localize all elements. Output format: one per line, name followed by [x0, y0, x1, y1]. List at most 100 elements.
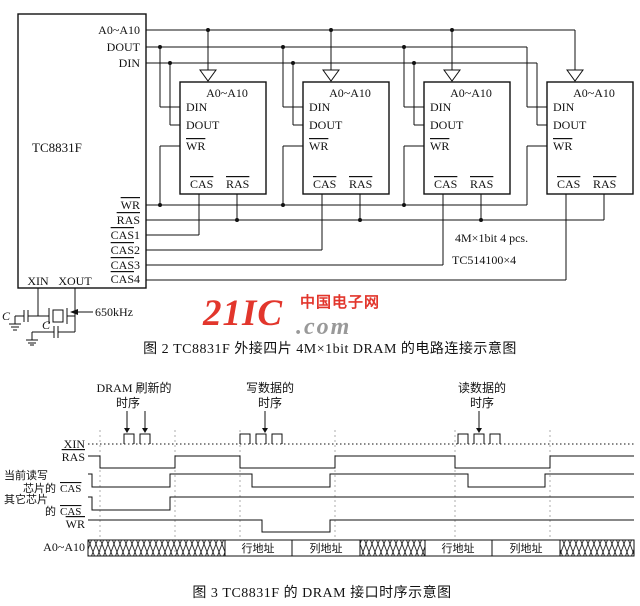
controller-pin-ras: RAS [117, 213, 140, 227]
signal-labels: XIN RAS 当前读写 芯片的 CAS 其它芯片 的 CAS WR A0~A1… [4, 437, 85, 554]
dram-addr-label: A0~A10 [206, 86, 248, 100]
dram-chip-3: A0~A10 DIN DOUT WR CAS RAS [403, 30, 511, 265]
freq-arrow-icon [70, 309, 78, 315]
bus-segment-label: 行地址 [242, 541, 275, 555]
signal-label-xin: XIN [64, 437, 86, 451]
dram-dout-label: DOUT [309, 118, 343, 132]
annotation-text: 时序 [258, 395, 282, 410]
watermark-site-name: 中国电子网 [300, 293, 380, 311]
bus-segment-label: 列地址 [510, 541, 543, 555]
annotation-text: 写数据的 [246, 380, 294, 395]
bus-wires [146, 29, 604, 281]
controller-pin-xout: XOUT [58, 274, 92, 288]
dram-dout-label: DOUT [186, 118, 220, 132]
dram-din-label: DIN [186, 100, 208, 114]
dram-ras-label: RAS [470, 177, 493, 191]
bus-segment-label: 行地址 [442, 541, 475, 555]
controller-name: TC8831F [32, 140, 82, 155]
annotation-read: 读数据的 时序 [458, 380, 506, 433]
bus-segment [491, 539, 561, 557]
dram-cas-label: CAS [190, 177, 213, 191]
down-arrow-icon [262, 428, 268, 433]
dram-addr-label: A0~A10 [573, 86, 615, 100]
controller-pin-wr: WR [121, 198, 140, 212]
dram-cas-label: CAS [313, 177, 336, 191]
bus-segment-label: 列地址 [310, 541, 343, 555]
bus-segment [291, 539, 361, 557]
fig2-caption: 图 2 TC8831F 外接四片 4M×1bit DRAM 的电路连接示意图 [143, 340, 517, 357]
dram-chip-4: A0~A10 DIN DOUT WR CAS RAS [526, 30, 634, 280]
controller-pin-addr: A0~A10 [98, 23, 140, 37]
dram-wr-label: WR [186, 139, 205, 153]
controller-pin-cas3: CAS3 [111, 258, 140, 272]
wr-waveform [88, 519, 634, 533]
annotation-text: 时序 [470, 395, 494, 410]
down-arrow-icon [142, 428, 148, 433]
note-dram-size: 4M×1bit 4 pcs. [455, 231, 528, 245]
capacitor-label-2: C [42, 318, 51, 332]
annotation-text: DRAM 刷新的 [96, 380, 171, 395]
controller-pin-cas4: CAS4 [111, 272, 140, 286]
annotation-write: 写数据的 时序 [246, 380, 294, 433]
dram-din-label: DIN [430, 100, 452, 114]
address-bus-band: 行地址 列地址 行地址 列地址 [87, 539, 635, 557]
annotation-text: 读数据的 [458, 380, 506, 395]
fig3-caption: 图 3 TC8831F 的 DRAM 接口时序示意图 [192, 584, 451, 601]
dram-wr-label: WR [309, 139, 328, 153]
dram-addr-label: A0~A10 [450, 86, 492, 100]
dram-wr-label: WR [553, 139, 572, 153]
dram-din-label: DIN [553, 100, 575, 114]
bus-arrow-icon [566, 69, 584, 82]
dram-cas-label: CAS [557, 177, 580, 191]
signal-label-current-cas: CAS [60, 483, 81, 495]
controller-pin-cas2: CAS2 [111, 243, 140, 257]
oscillator-frequency: 650kHz [95, 305, 133, 319]
dram-wr-label: WR [430, 139, 449, 153]
signal-label-current-chip-2: 芯片的 [23, 481, 56, 495]
bus-arrow-icon [443, 69, 461, 82]
timing-guides [99, 430, 551, 556]
signal-label-wr: WR [66, 517, 85, 531]
controller-pin-xin: XIN [27, 274, 49, 288]
bus-arrow-icon [199, 69, 217, 82]
ras-waveform [88, 455, 634, 469]
signal-label-other-chip-1: 其它芯片 [4, 492, 48, 506]
dram-din-label: DIN [309, 100, 331, 114]
controller-pin-din: DIN [119, 56, 141, 70]
dram-chip-1: A0~A10 DIN DOUT WR CAS RAS [159, 30, 267, 235]
current-cas-waveform [88, 473, 634, 488]
capacitor-label-1: C [2, 309, 11, 323]
dram-ras-label: RAS [349, 177, 372, 191]
watermark-domain: .com [296, 314, 351, 340]
controller-pin-cas1: CAS1 [111, 228, 140, 242]
dram-dout-label: DOUT [553, 118, 587, 132]
signal-label-other-cas: CAS [60, 506, 81, 518]
down-arrow-icon [476, 428, 482, 433]
signal-label-other-chip-2: 的 [45, 504, 56, 518]
watermark: 21IC 中国电子网 .com [202, 293, 380, 340]
other-cas-waveform [88, 496, 634, 511]
bus-arrow-icon [322, 69, 340, 82]
annotation-text: 时序 [116, 395, 140, 410]
controller-pin-dout: DOUT [107, 40, 141, 54]
dram-ras-label: RAS [226, 177, 249, 191]
dram-box [546, 81, 634, 195]
crystal-icon [52, 309, 64, 323]
controller-block: A0~A10 DOUT DIN TC8831F WR RAS CAS1 CAS2… [17, 13, 147, 289]
dram-box [179, 81, 267, 195]
note-dram-type: TC514100×4 [452, 253, 516, 267]
dram-cas-label: CAS [434, 177, 457, 191]
dram-addr-label: A0~A10 [329, 86, 371, 100]
signal-label-current-chip-1: 当前读写 [4, 468, 48, 482]
down-arrow-icon [124, 428, 130, 433]
dram-box [423, 81, 511, 195]
fig3-timing-diagram: DRAM 刷新的 时序 写数据的 时序 读数据的 时序 [4, 380, 635, 601]
xin-pulses [123, 433, 501, 444]
dram-ras-label: RAS [593, 177, 616, 191]
waveforms [88, 433, 634, 533]
watermark-brand: 21IC [202, 293, 283, 334]
signal-label-addr: A0~A10 [43, 540, 85, 554]
annotation-refresh: DRAM 刷新的 时序 [96, 380, 172, 433]
